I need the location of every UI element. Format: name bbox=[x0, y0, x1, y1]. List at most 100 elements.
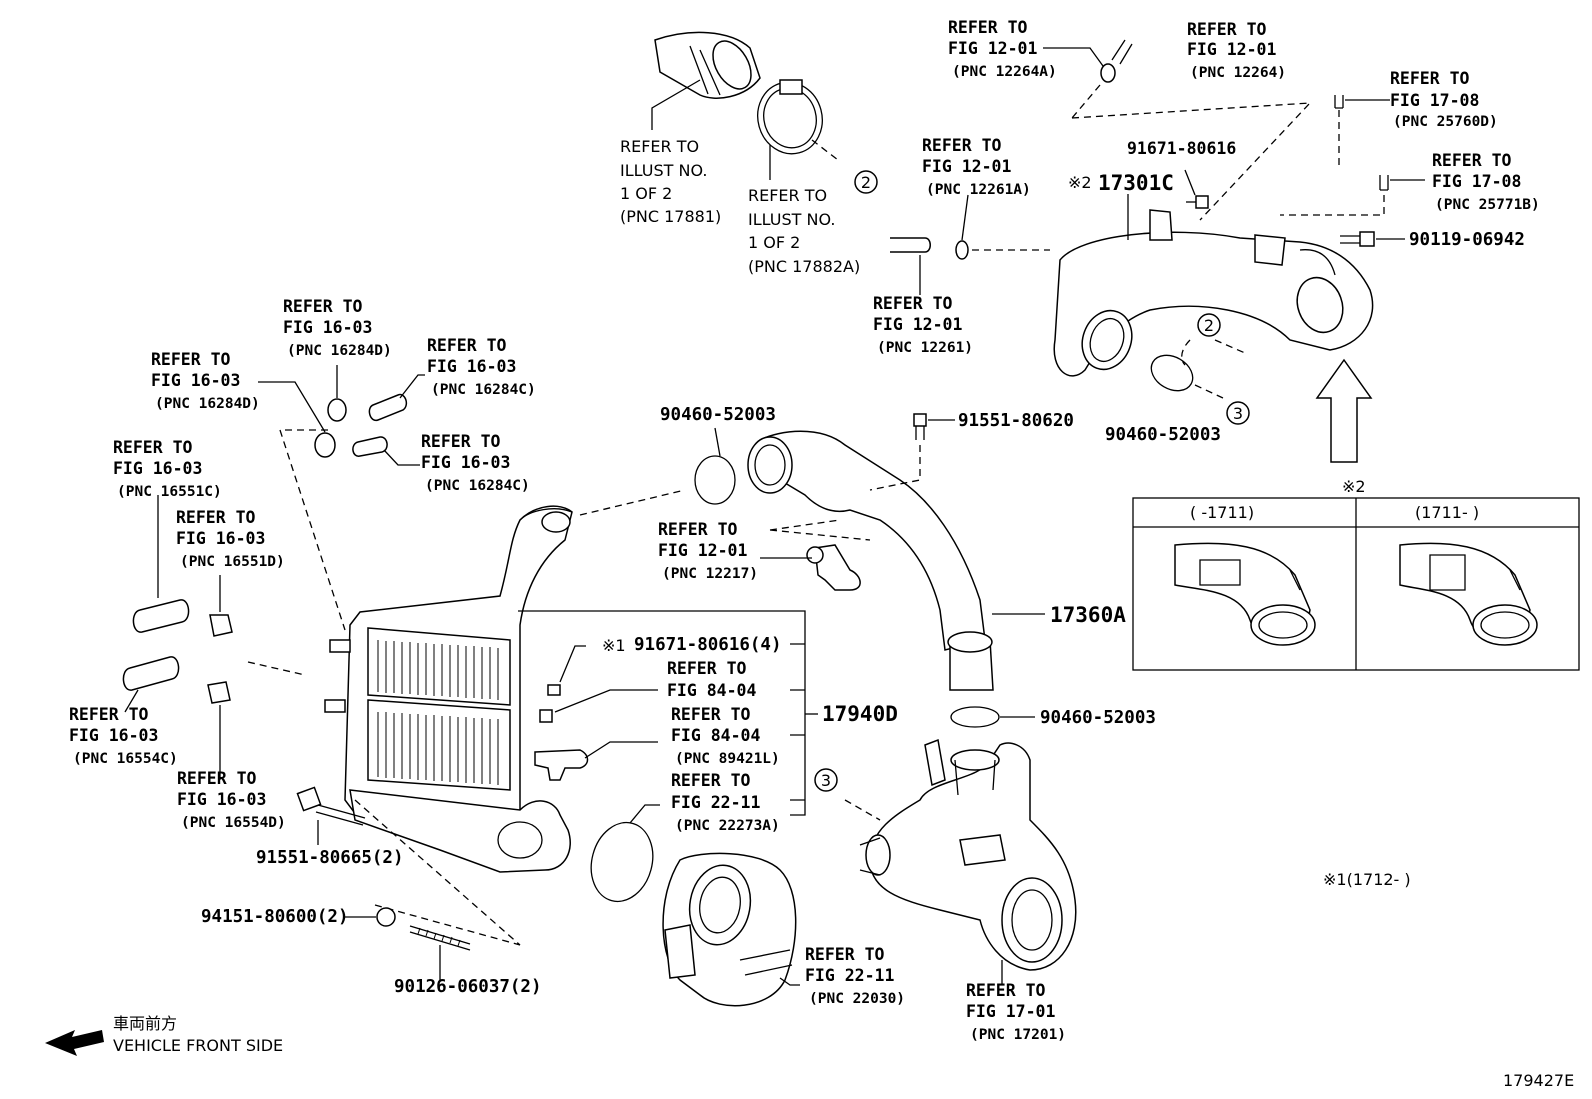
variant-col-early: ( -1711) bbox=[1190, 503, 1254, 522]
part-number-17301c: 17301C bbox=[1098, 171, 1174, 195]
refer-label-16551d: REFER TO FIG 16-03 (PNC 16551D) bbox=[176, 508, 285, 570]
part-number-90460-52003-c: 90460-52003 bbox=[1040, 708, 1156, 728]
clip-16554d bbox=[207, 681, 231, 704]
refer-line2: ILLUST NO. bbox=[620, 161, 707, 180]
hose-clamp-17882a bbox=[757, 79, 823, 155]
refer-label-16554c: REFER TO FIG 16-03 (PNC 16554C) bbox=[69, 705, 178, 767]
refer-line1: REFER TO bbox=[151, 350, 231, 369]
part-number-91551-80620: 91551-80620 bbox=[958, 411, 1074, 431]
air-pipe-17360a bbox=[747, 430, 994, 691]
refer-label-22273a: REFER TO FIG 22-11 (PNC 22273A) bbox=[671, 771, 780, 834]
bolt-90119-06942 bbox=[1340, 231, 1375, 247]
refer-label-16554d: REFER TO FIG 16-03 (PNC 16554D) bbox=[177, 769, 286, 831]
refer-pnc: (PNC 89421L) bbox=[675, 751, 780, 767]
refer-label-12217: REFER TO FIG 12-01 (PNC 12217) bbox=[658, 520, 758, 582]
up-arrow-icon bbox=[1315, 358, 1373, 463]
refer-pnc: (PNC 17881) bbox=[620, 207, 721, 226]
clip-16284d-upper bbox=[327, 398, 347, 422]
part-number-17940d: 17940D bbox=[822, 702, 898, 726]
refer-pnc: (PNC 12261A) bbox=[926, 182, 1031, 198]
refer-line3: 1 OF 2 bbox=[748, 233, 800, 252]
vehicle-front-label-jp: 車両前方 bbox=[113, 1014, 177, 1033]
turbo-outlet-housing-17201 bbox=[859, 738, 1077, 971]
bolt-91551-80620 bbox=[913, 413, 927, 440]
refer-line3: 1 OF 2 bbox=[620, 184, 672, 203]
refer-label-22030: REFER TO FIG 22-11 (PNC 22030) bbox=[805, 945, 905, 1007]
refer-line2: FIG 16-03 bbox=[427, 357, 516, 376]
callout-3-b bbox=[814, 768, 838, 792]
intake-pipe-17301c bbox=[1053, 209, 1374, 377]
refer-line1: REFER TO bbox=[966, 981, 1046, 1000]
callout-2-b-label: 2 bbox=[1204, 316, 1214, 335]
clamp-90460-52003-a bbox=[1150, 354, 1194, 392]
refer-line1: REFER TO bbox=[69, 705, 149, 724]
callout-2-a bbox=[854, 170, 878, 194]
part-number-91671-80616-mid: 91671-80616(4) bbox=[634, 635, 782, 655]
refer-line2: FIG 16-03 bbox=[283, 318, 372, 337]
refer-line2: FIG 84-04 bbox=[671, 726, 760, 745]
refer-pnc: (PNC 16554D) bbox=[181, 815, 286, 831]
refer-line1: REFER TO bbox=[421, 432, 501, 451]
refer-line2: FIG 17-08 bbox=[1432, 172, 1521, 191]
refer-pnc: (PNC 17201) bbox=[970, 1027, 1066, 1043]
refer-label-16284d-top: REFER TO FIG 16-03 (PNC 16284D) bbox=[283, 297, 392, 359]
refer-line1: REFER TO bbox=[283, 297, 363, 316]
refer-pnc: (PNC 22273A) bbox=[675, 818, 780, 834]
part-number-91551-80665: 91551-80665(2) bbox=[256, 848, 404, 868]
part-number-94151-80600: 94151-80600(2) bbox=[201, 907, 349, 927]
refer-line2: FIG 84-04 bbox=[667, 681, 756, 700]
vehicle-front-label-en: VEHICLE FRONT SIDE bbox=[113, 1036, 283, 1055]
sensor-89421l bbox=[534, 749, 589, 781]
refer-pnc: (PNC 25771B) bbox=[1435, 197, 1540, 213]
refer-line2: FIG 12-01 bbox=[922, 157, 1011, 176]
hose-16554c bbox=[122, 656, 180, 691]
refer-line1: REFER TO bbox=[671, 771, 751, 790]
callout-2-b bbox=[1197, 313, 1221, 337]
callout-3-a-label: 3 bbox=[1233, 404, 1243, 423]
intercooler-fins bbox=[377, 640, 499, 785]
refer-line2: ILLUST NO. bbox=[748, 210, 835, 229]
refer-label-12264a: REFER TO FIG 12-01 (PNC 12264A) bbox=[948, 18, 1057, 80]
refer-label-89421l: REFER TO FIG 84-04 (PNC 89421L) bbox=[671, 705, 780, 767]
bolt-91671-top bbox=[1186, 195, 1209, 209]
variant-mark-2: ※2 bbox=[1068, 173, 1092, 192]
refer-pnc: (PNC 16284D) bbox=[287, 343, 392, 359]
refer-label-17882a: REFER TO ILLUST NO. 1 OF 2 (PNC 17882A) bbox=[748, 186, 860, 276]
refer-pnc: (PNC 12217) bbox=[662, 566, 758, 582]
variant-col-late: (1711- ) bbox=[1415, 503, 1479, 522]
nut-94151-80600 bbox=[376, 907, 396, 927]
screw-91671-80616-mid bbox=[539, 684, 561, 723]
air-hose-17881 bbox=[654, 31, 761, 99]
refer-line2: FIG 16-03 bbox=[176, 529, 265, 548]
refer-pnc: (PNC 17882A) bbox=[748, 257, 860, 276]
part-number-17360a: 17360A bbox=[1050, 603, 1126, 627]
refer-line2: FIG 12-01 bbox=[1187, 40, 1276, 59]
refer-line2: FIG 16-03 bbox=[177, 790, 266, 809]
throttle-body-22030 bbox=[662, 852, 797, 1007]
hose-12261 bbox=[890, 237, 931, 253]
clip-12264 bbox=[1111, 39, 1133, 65]
refer-pnc: (PNC 12264A) bbox=[952, 64, 1057, 80]
refer-line2: FIG 12-01 bbox=[873, 315, 962, 334]
refer-label-16284c-lower: REFER TO FIG 16-03 (PNC 16284C) bbox=[421, 432, 530, 494]
gasket-22273a bbox=[590, 821, 654, 903]
refer-line1: REFER TO bbox=[176, 508, 256, 527]
refer-label-17201: REFER TO FIG 17-01 (PNC 17201) bbox=[966, 981, 1066, 1043]
refer-pnc: (PNC 16551C) bbox=[117, 484, 222, 500]
clip-16284d-lower bbox=[314, 432, 336, 458]
refer-line1: REFER TO bbox=[427, 336, 507, 355]
refer-line2: FIG 17-01 bbox=[966, 1002, 1055, 1021]
refer-line1: REFER TO bbox=[948, 18, 1028, 37]
refer-line1: REFER TO bbox=[805, 945, 885, 964]
refer-line2: FIG 22-11 bbox=[805, 966, 894, 985]
illustration-number: 179427E bbox=[1503, 1071, 1574, 1090]
refer-line2: FIG 16-03 bbox=[69, 726, 158, 745]
refer-line1: REFER TO bbox=[658, 520, 738, 539]
refer-line1: REFER TO bbox=[667, 659, 747, 678]
refer-line2: FIG 12-01 bbox=[948, 39, 1037, 58]
refer-pnc: (PNC 16554C) bbox=[73, 751, 178, 767]
refer-line1: REFER TO bbox=[1390, 69, 1470, 88]
refer-line2: FIG 16-03 bbox=[421, 453, 510, 472]
refer-pnc: (PNC 16284C) bbox=[425, 478, 530, 494]
